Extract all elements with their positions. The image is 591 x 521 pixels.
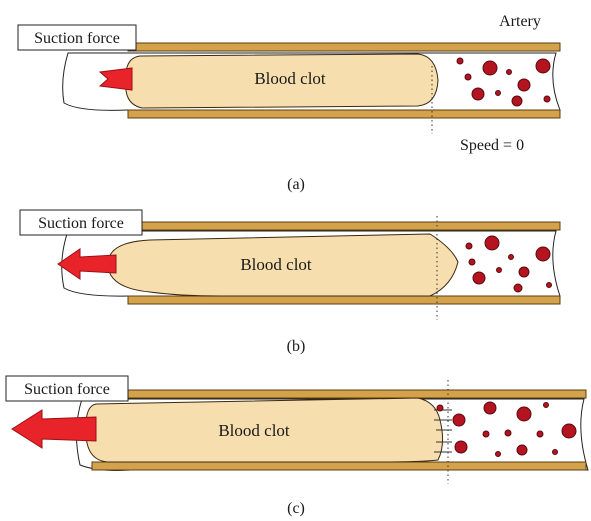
blood-cell [509,255,514,260]
blood-cell [518,79,530,91]
speed-label: Speed = 0 [460,137,524,154]
blood-cell [472,88,484,100]
artery-label: Artery [499,13,541,30]
blood-cell [505,430,511,436]
blood-cell [537,431,543,437]
caption-c: (c) [287,500,305,517]
suction-force-label-b: Suction force [38,215,124,232]
clot-label-c: Blood clot [218,421,290,440]
blood-cell [485,236,499,250]
clot-label-b: Blood clot [240,255,312,274]
panel-b: Blood clot Suction force (b) [20,210,560,355]
blood-cell [562,424,576,438]
blood-cell [507,70,512,75]
blood-cell [497,268,502,273]
blood-cell [517,445,527,455]
blood-cell [547,283,552,288]
blood-cell [483,61,497,75]
blood-cell [519,267,529,277]
blood-cell [469,259,475,265]
blood-cell [453,414,465,426]
blood-cell [483,431,489,437]
vessel-wall-bottom-b [128,296,560,304]
blood-cell [466,243,472,249]
caption-b: (b) [287,338,306,355]
blood-cell [455,441,467,453]
blood-cell [544,403,549,408]
blood-cell [553,450,558,455]
blood-cell [473,272,485,284]
blood-cell [484,402,496,414]
blood-cell [496,91,501,96]
panel-a: Blood clot Suction force Artery Speed = … [18,13,560,193]
blood-cell [544,96,550,102]
vessel-wall-top-b [128,222,560,230]
blood-cell [514,284,522,292]
blood-cell [536,247,550,261]
blood-cell [496,452,501,457]
vessel-wall-top-a [128,43,560,51]
panel-c: Blood clot Suction force [6,376,588,517]
caption-a: (a) [287,176,305,193]
blood-cell [517,407,531,421]
blood-cell [437,405,443,411]
vessel-wall-top-c [128,390,586,398]
vessel-wall-bottom-a [128,110,560,118]
suction-force-label-a: Suction force [34,30,120,47]
blood-cell [465,74,471,80]
suction-force-label-c: Suction force [24,381,110,398]
vessel-wall-bottom-c [92,462,586,470]
blood-cell [512,96,522,106]
blood-cell [536,59,550,73]
blood-cell [457,58,463,64]
clot-label-a: Blood clot [254,69,326,88]
